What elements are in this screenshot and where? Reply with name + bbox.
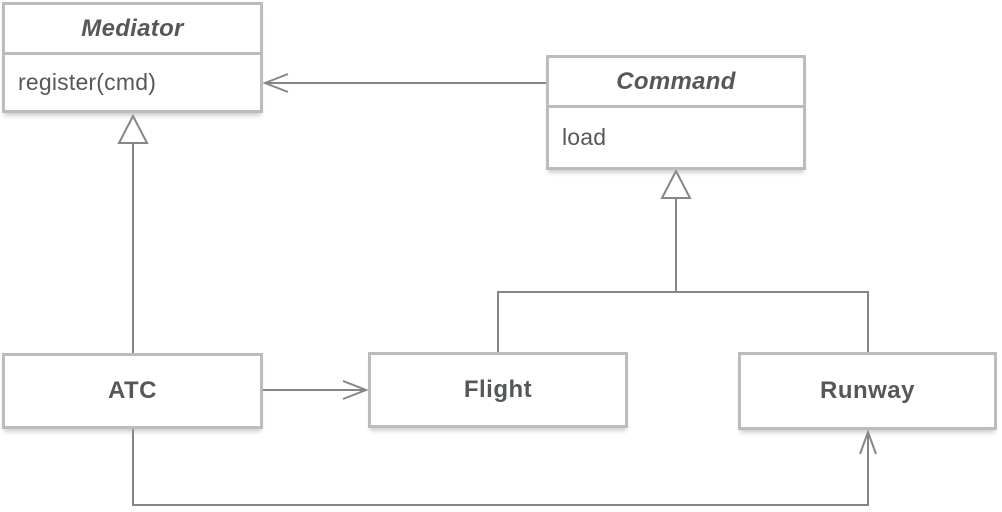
connector-atc-to-mediator-generalization (117, 113, 149, 353)
class-name-atc: ATC (107, 377, 158, 404)
connector-command-to-mediator (262, 73, 546, 93)
class-box-command: Command load (546, 55, 806, 170)
class-box-atc: ATC (2, 353, 263, 429)
open-arrowhead-up-icon (859, 429, 877, 455)
class-member-load: load (562, 124, 607, 150)
open-arrowhead-left-icon (262, 73, 289, 93)
class-box-mediator: Mediator register(cmd) (2, 2, 263, 113)
connector-atc-to-runway (132, 429, 877, 506)
class-name-command: Command (549, 58, 803, 108)
connector-flight-runway-to-command-generalization (497, 168, 869, 352)
hollow-triangle-up-icon (660, 168, 692, 199)
class-member-register-cmd: register(cmd) (18, 69, 157, 95)
class-name-runway: Runway (819, 377, 915, 404)
class-box-runway: Runway (738, 352, 997, 430)
open-arrowhead-right-icon (342, 380, 369, 400)
connector-atc-to-flight (263, 380, 369, 400)
class-name-flight: Flight (463, 376, 533, 403)
class-box-flight: Flight (368, 352, 628, 428)
class-name-mediator: Mediator (5, 5, 260, 55)
hollow-triangle-up-icon (117, 113, 149, 144)
